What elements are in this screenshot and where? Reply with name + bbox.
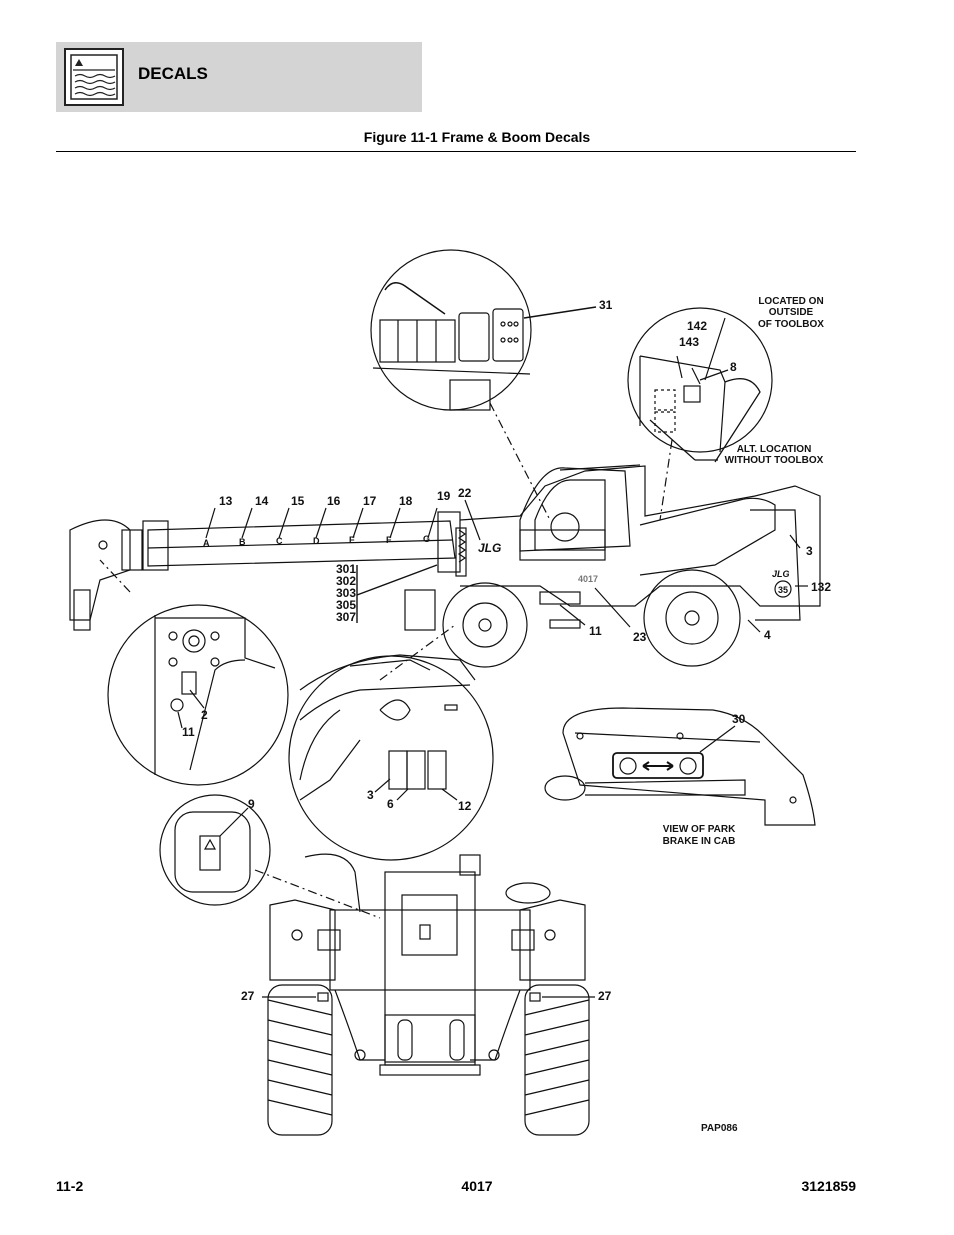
detail-frame-decals [288, 654, 494, 861]
callout-142: 142 [687, 319, 707, 333]
callout-14: 14 [255, 494, 269, 508]
note-brake-1: VIEW OF PARK [663, 824, 736, 835]
callout-3: 3 [806, 544, 813, 558]
callout-301: 301 [336, 562, 356, 576]
callout-11-detail: 11 [182, 725, 195, 739]
footer-model: 4017 [461, 1178, 493, 1194]
callout-30: 30 [732, 712, 746, 726]
boom-letter-d: D [313, 536, 320, 546]
callout-16: 16 [327, 494, 341, 508]
drawing-code: PAP086 [701, 1123, 738, 1134]
machine-side-view [69, 464, 821, 668]
callout-143: 143 [679, 335, 699, 349]
figure-title: Figure 11-1 Frame & Boom Decals [363, 129, 591, 145]
note-alt-2: WITHOUT TOOLBOX [725, 455, 824, 466]
callout-9: 9 [248, 797, 255, 811]
callout-3-detail: 3 [367, 788, 374, 802]
callout-2: 2 [201, 708, 208, 722]
callout-12: 12 [458, 799, 472, 813]
callout-307: 307 [336, 610, 356, 624]
callout-17: 17 [363, 494, 377, 508]
detail-leaders [99, 402, 673, 919]
decals-section-icon [64, 48, 124, 106]
callout-35: 35 [778, 585, 788, 595]
model-body-label: 4017 [578, 574, 598, 584]
boom-letter-b: B [239, 537, 246, 547]
detail-park-brake [544, 707, 816, 826]
callout-13: 13 [219, 494, 233, 508]
header-rule [56, 151, 856, 152]
section-header: DECALS [56, 42, 422, 112]
detail-warning-decal [159, 794, 271, 906]
callout-19: 19 [437, 489, 451, 503]
callout-27-left: 27 [241, 989, 255, 1003]
callout-6: 6 [387, 797, 394, 811]
boom-letter-e: E [349, 535, 355, 545]
note-alt-1: ALT. LOCATION [737, 444, 812, 455]
callout-23: 23 [633, 630, 647, 644]
callout-132: 132 [811, 580, 831, 594]
detail-cab-panel [370, 249, 597, 411]
callout-15: 15 [291, 494, 305, 508]
boom-letter-f: F [386, 535, 392, 545]
callout-4: 4 [764, 628, 771, 642]
footer-doc-number: 3121859 [801, 1178, 856, 1194]
callout-303: 303 [336, 586, 356, 600]
callout-22: 22 [458, 486, 472, 500]
callout-11: 11 [589, 624, 602, 638]
section-title: DECALS [138, 64, 208, 83]
note-toolbox-1: LOCATED ON [758, 296, 823, 307]
callout-8: 8 [730, 360, 737, 374]
boom-letter-c: C [276, 536, 283, 546]
note-toolbox-2: OUTSIDE [769, 307, 814, 318]
note-brake-2: BRAKE IN CAB [663, 836, 736, 847]
decal-35-marker [774, 580, 792, 598]
detail-boom-head [107, 604, 289, 786]
footer-page-number: 11-2 [56, 1178, 84, 1194]
machine-front-view [262, 853, 595, 1136]
jlg-boom-label: JLG [478, 541, 501, 555]
callout-305: 305 [336, 598, 356, 612]
callout-27-right: 27 [598, 989, 612, 1003]
note-toolbox-3: OF TOOLBOX [758, 319, 824, 330]
detail-toolbox [627, 307, 773, 463]
boom-letter-g: G [423, 534, 430, 544]
jlg-rear-label: JLG [772, 569, 790, 579]
boom-letter-a: A [203, 538, 210, 548]
callout-18: 18 [399, 494, 413, 508]
callout-302: 302 [336, 574, 356, 588]
callout-31: 31 [599, 298, 613, 312]
